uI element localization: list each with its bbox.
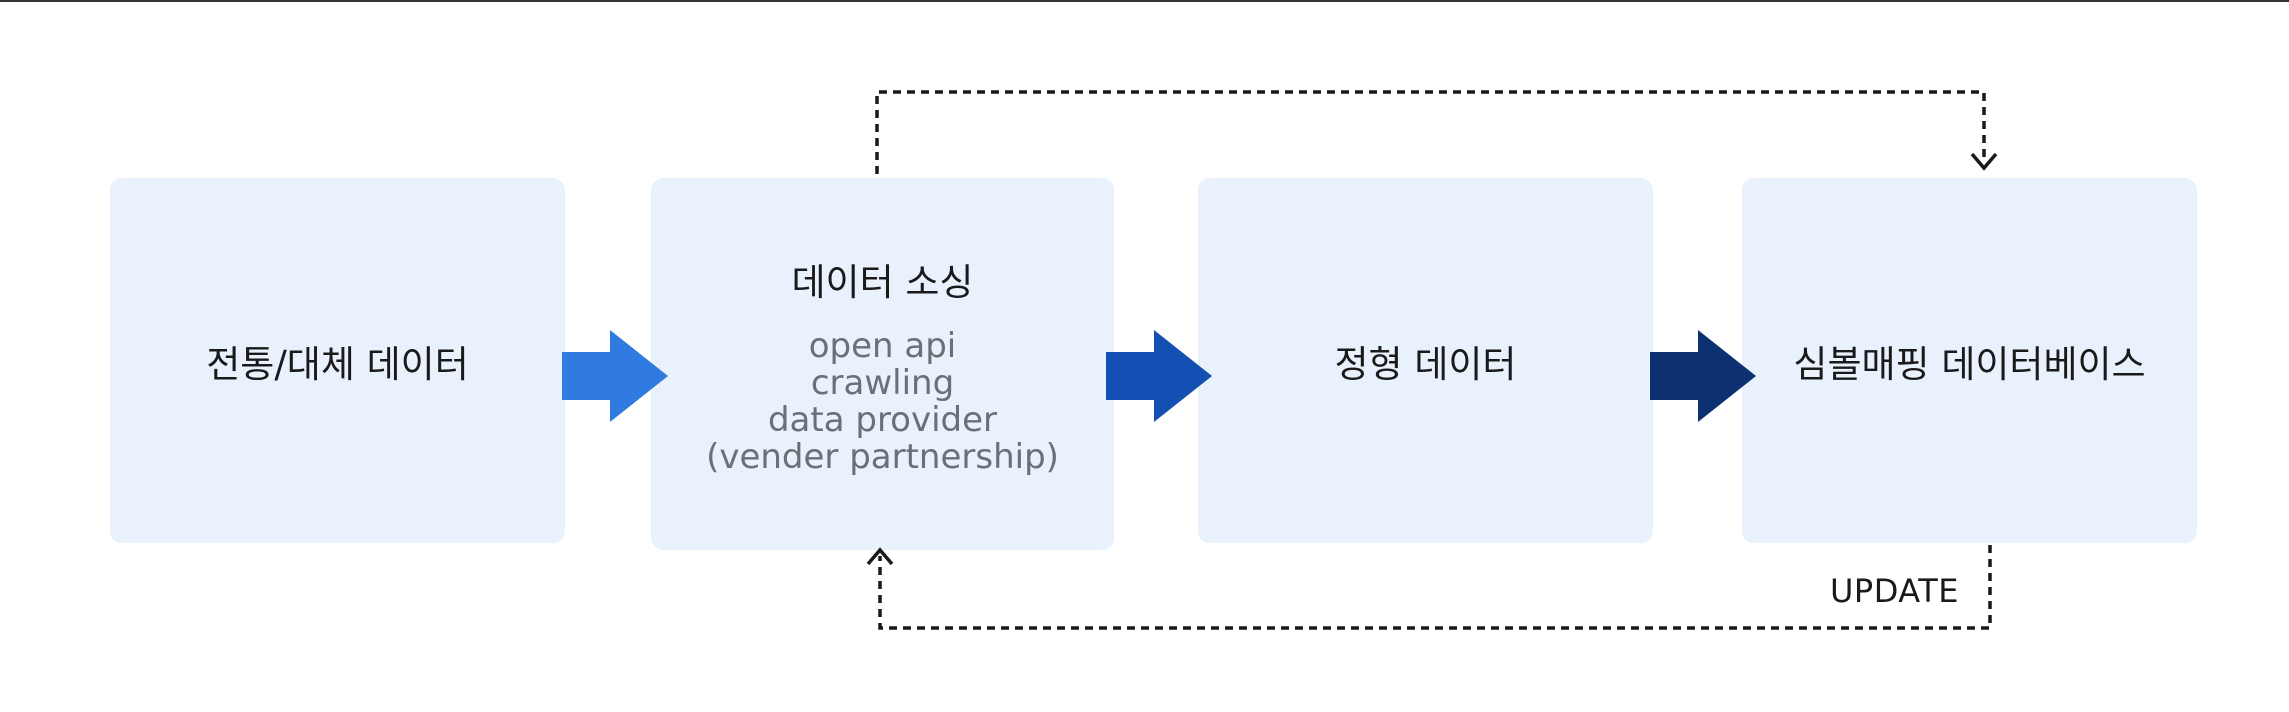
detail-open-api: open api [808, 326, 957, 366]
update-label: UPDATE [1830, 572, 1959, 610]
detail-crawling: crawling [810, 363, 955, 403]
top-border-line [0, 0, 2289, 2]
arrowhead-down-icon [1970, 152, 1998, 171]
flow-arrow-3 [1650, 330, 1756, 422]
node-title: 심볼매핑 데이터베이스 [1793, 342, 2146, 386]
node-data-sourcing: 데이터 소싱 open api crawling data provider (… [651, 178, 1114, 550]
node-symbol-mapping-database: 심볼매핑 데이터베이스 [1742, 178, 2197, 543]
arrowhead-up-icon [866, 547, 894, 566]
sourcing-details-list: open api crawling data provider (vender … [706, 328, 1059, 476]
detail-vender-partnership: (vender partnership) [706, 437, 1059, 477]
node-traditional-alternative-data: 전통/대체 데이터 [110, 178, 565, 543]
node-title: 정형 데이터 [1334, 342, 1517, 386]
node-title: 전통/대체 데이터 [206, 342, 469, 386]
node-structured-data: 정형 데이터 [1198, 178, 1653, 543]
dotted-connector-top [875, 90, 1986, 174]
detail-data-provider: data provider [767, 400, 998, 440]
flow-arrow-1 [562, 330, 668, 422]
dotted-connector-bottom [878, 545, 1992, 630]
node-title: 데이터 소싱 [791, 261, 974, 304]
flow-arrow-2 [1106, 330, 1212, 422]
